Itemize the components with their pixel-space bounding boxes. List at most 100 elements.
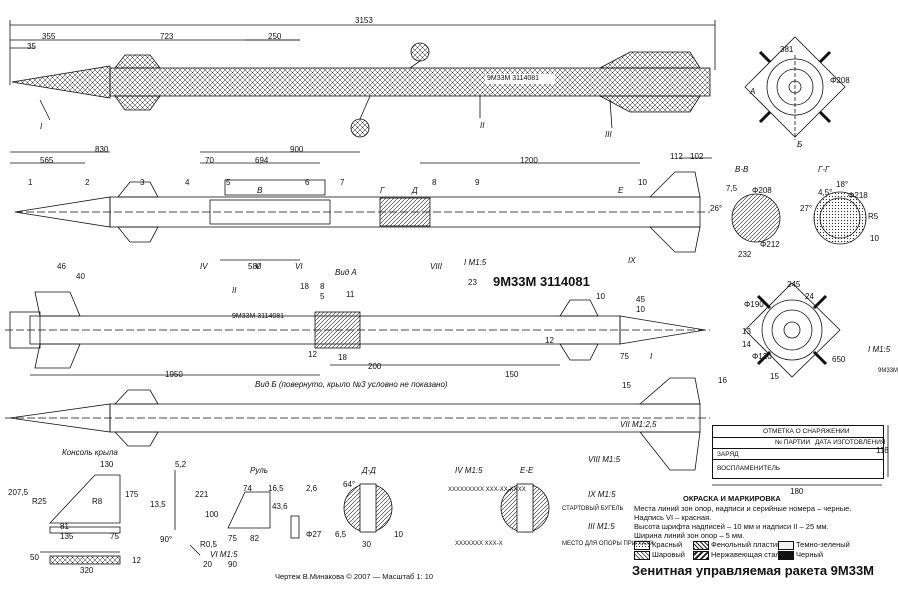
dim-phi190: Φ190	[744, 300, 764, 309]
legend-swatch-ball	[634, 551, 650, 560]
dim-70: 70	[205, 156, 214, 165]
mark-ii-bottom: II	[232, 286, 237, 295]
dim-tip: 35	[27, 42, 36, 51]
letter-v: В	[257, 186, 263, 195]
dim-46: 46	[57, 262, 66, 271]
part-11: 11	[346, 290, 355, 299]
sheet-code: 9М33М-15	[878, 368, 898, 374]
marking-line-4: Ширина линий зон опор – 5 мм.	[634, 531, 745, 540]
wing-console-detail	[40, 474, 121, 565]
table-col-date: ДАТА ИЗГОТОВЛЕНИЯ	[815, 439, 886, 446]
rudder-16-5: 16,5	[268, 484, 284, 493]
rudder-13-5: 13,5	[150, 500, 166, 509]
rudder-phi27: Φ27	[306, 530, 322, 539]
dim-phi208: Φ208	[752, 186, 772, 195]
scale-vi: VI M1:5	[210, 550, 238, 559]
legend-swatch-black	[778, 551, 794, 560]
wing-50: 50	[30, 553, 39, 562]
scale-iii: III M1:5	[588, 522, 615, 531]
rudder-75: 75	[228, 534, 237, 543]
scale-i-rear: I M1:5	[868, 345, 891, 354]
dim-112: 112	[670, 152, 683, 161]
end-view-top	[744, 36, 846, 140]
part-12: 12	[545, 336, 554, 345]
rudder-2-6: 2,6	[306, 484, 318, 493]
dim-580: 580	[248, 262, 262, 271]
credit: Чертеж В.Минакова © 2007 — Масштаб 1: 10	[275, 572, 434, 581]
marking-line-2: Надпись VI – красная.	[634, 513, 712, 522]
dd-30: 30	[362, 540, 371, 549]
sections-de	[343, 483, 550, 533]
rudder-90deg: 90°	[160, 535, 173, 544]
end-view-rear	[744, 282, 841, 378]
table-col-party: № ПАРТИИ	[775, 439, 811, 446]
dim-18: 18	[300, 282, 309, 291]
dim-fin: 250	[268, 32, 282, 41]
mark-v-side: V	[255, 262, 261, 271]
dim-245: 245	[787, 280, 801, 289]
dim-phi208-top: Φ208	[830, 76, 850, 85]
missile-view-b	[5, 377, 710, 471]
section-gg: Г-Г	[818, 165, 830, 174]
dd-64deg: 64°	[343, 480, 356, 489]
dim-40: 40	[76, 272, 85, 281]
dim-23: 23	[468, 278, 477, 287]
serial-number: 9М33М 3114081	[493, 274, 590, 289]
serial-top: 9М33М 3114081	[487, 75, 540, 82]
dim-nose: 355	[42, 32, 56, 41]
scale-viii: VIII M1:5	[588, 455, 621, 464]
letter-d: Д	[412, 186, 418, 195]
wing-r25: R25	[32, 497, 47, 506]
mark-vi-side: VI	[295, 262, 303, 271]
part-2: 2	[85, 178, 90, 187]
dim-10-g: 10	[870, 234, 879, 243]
legend-steel: Нержавеющая сталь	[711, 550, 784, 559]
mark-viii-side: VIII	[430, 262, 443, 271]
xxx-note-2: XXXXXXX XXX-X	[455, 541, 503, 547]
wing-207: 207,5	[8, 488, 29, 497]
dim-232: 232	[738, 250, 752, 259]
dim-1950: 1950	[165, 370, 183, 379]
dim-150: 150	[505, 370, 519, 379]
wing-135: 135	[60, 532, 74, 541]
part-14: 14	[742, 340, 751, 349]
section-bv: В-В	[735, 165, 749, 174]
part-16: 16	[718, 376, 727, 385]
marking-heading: ОКРАСКА И МАРКИРОВКА	[683, 494, 781, 503]
charge-record-table: ОТМЕТКА О СНАРЯЖЕНИИ № ПАРТИИ ДАТА ИЗГОТ…	[712, 425, 886, 479]
part-5: 5	[226, 178, 231, 187]
rudder-82: 82	[250, 534, 259, 543]
section-ee: Е-Е	[520, 466, 534, 475]
dim-overall: 3153	[355, 16, 373, 25]
mark-ix-side: IX	[628, 256, 636, 265]
part-15: 15	[770, 372, 779, 381]
serial-bottom: 9М33М 3114081	[232, 313, 285, 320]
wing-130: 130	[100, 460, 114, 469]
dim-12: 12	[308, 350, 317, 359]
rudder-74: 74	[243, 484, 252, 493]
table-row-charge: ЗАРЯД	[717, 451, 739, 458]
dim-565: 565	[40, 156, 54, 165]
legend-phenolic: Фенольный пластик	[711, 540, 781, 549]
dim-phi212: Φ212	[760, 240, 780, 249]
mark-i-bottom: I	[650, 352, 653, 361]
dim-650: 650	[832, 355, 846, 364]
part-13: 13	[742, 327, 751, 336]
marking-line-3: Высота шрифта надписей – 10 мм и надписи…	[634, 522, 829, 531]
dim-mid: 723	[160, 32, 174, 41]
wing-320: 320	[80, 566, 94, 575]
dim-10: 10	[596, 292, 605, 301]
mark-ii-top: II	[480, 121, 485, 130]
legend-darkgreen: Темно-зеленый	[796, 540, 850, 549]
dim-1200: 1200	[520, 156, 538, 165]
rudder-label: Руль	[250, 466, 268, 475]
missile-bottom-view	[5, 291, 710, 376]
wing-12: 12	[132, 556, 141, 565]
dim-18b: 18	[338, 353, 347, 362]
legend-swatch-phenolic	[693, 541, 709, 550]
legend-ball: Шаровый	[652, 550, 685, 559]
dd-10: 10	[394, 530, 403, 539]
dim-381: 381	[780, 45, 794, 54]
wing-console-label: Консоль крыла	[62, 448, 118, 457]
